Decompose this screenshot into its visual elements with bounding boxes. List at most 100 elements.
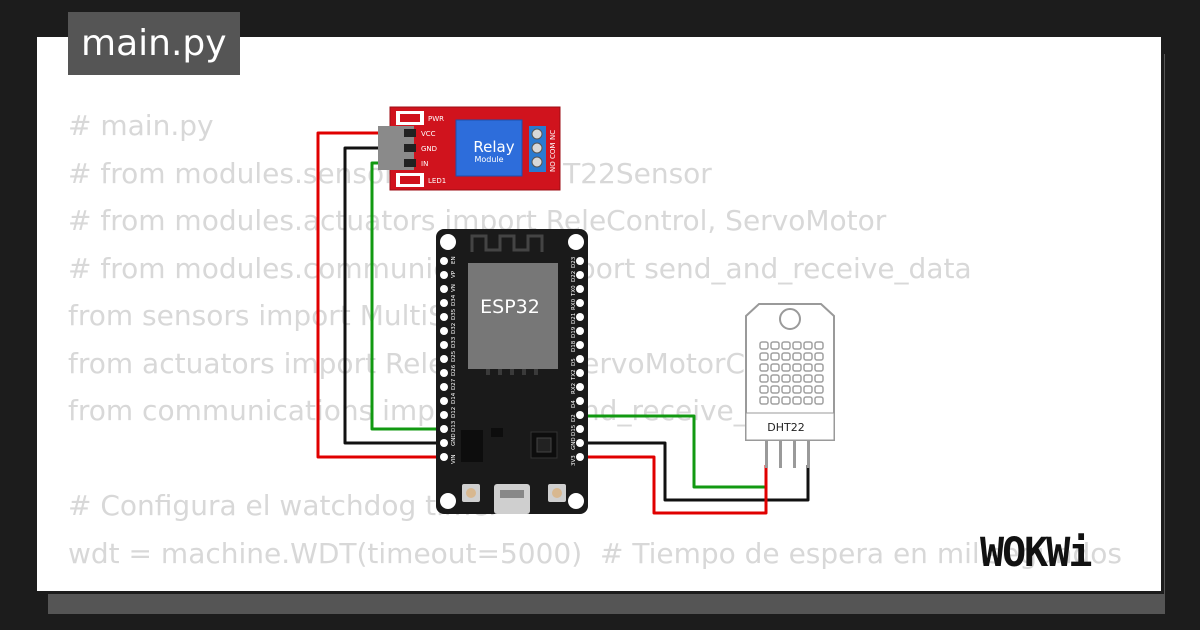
pin-label: D25 (451, 350, 457, 362)
pin-label: D27 (451, 378, 457, 390)
pin-label: RX2 (571, 383, 577, 394)
wire-gnd-black (343, 146, 445, 445)
pin-hole[interactable] (440, 285, 448, 293)
pin-label: D13 (451, 420, 457, 432)
pin-hole[interactable] (576, 439, 584, 447)
file-tab-title: main.py (81, 23, 227, 64)
relay-terminal-no: NO (549, 161, 557, 172)
right-pin-holes (576, 257, 584, 461)
pin-label: RX0 (571, 298, 577, 310)
esp32-chip-pads (486, 369, 538, 375)
pin-hole[interactable] (576, 397, 584, 405)
brand-name: WOKWi (980, 530, 1091, 576)
pin-hole[interactable] (440, 271, 448, 279)
pin-hole[interactable] (576, 355, 584, 363)
pin-hole[interactable] (440, 369, 448, 377)
vent-slot (803, 352, 813, 361)
relay-led1-label: LED1 (428, 177, 446, 185)
relay-subtitle: Module (474, 155, 503, 164)
button-icon[interactable] (462, 484, 480, 502)
pin-label: GND (451, 433, 457, 446)
pin-hole[interactable] (440, 341, 448, 349)
vent-slot (792, 352, 802, 361)
vent-slot (759, 352, 769, 361)
vent-slot (770, 396, 780, 405)
usb-port-icon (494, 484, 530, 514)
pin-hole[interactable] (440, 411, 448, 419)
dht22-vents (759, 341, 824, 405)
wokwi-logo[interactable]: WOKWi (980, 528, 1150, 576)
pin-hole[interactable] (440, 383, 448, 391)
pin-hole[interactable] (440, 397, 448, 405)
code-canvas[interactable] (34, 34, 1164, 594)
relay-pin-in: IN (421, 160, 428, 168)
pin-hole[interactable] (440, 327, 448, 335)
vent-slot (759, 385, 769, 394)
pin-label: D26 (451, 364, 457, 376)
file-tab[interactable]: main.py (68, 12, 240, 75)
vent-slot (803, 374, 813, 383)
pin-label: D34 (451, 294, 457, 306)
pin-hole[interactable] (440, 299, 448, 307)
vent-slot (770, 363, 780, 372)
pin-hole[interactable] (576, 453, 584, 461)
vent-slot (803, 396, 813, 405)
pin-hole[interactable] (576, 313, 584, 321)
pin-hole[interactable] (576, 285, 584, 293)
vent-slot (814, 352, 824, 361)
dht22-label: DHT22 (767, 421, 804, 434)
vent-slot (792, 363, 802, 372)
pin-hole[interactable] (576, 341, 584, 349)
pin-label: VP (451, 270, 457, 278)
pin-hole[interactable] (576, 369, 584, 377)
pin-hole[interactable] (576, 411, 584, 419)
vent-slot (781, 341, 791, 350)
button-icon[interactable] (548, 484, 566, 502)
pin-label: VIN (451, 455, 457, 465)
relay-terminal-nc: NC (549, 130, 557, 140)
wire-vcc-red (316, 131, 445, 459)
relay-title: Relay (473, 138, 514, 156)
pin-hole[interactable] (576, 271, 584, 279)
relay-module[interactable]: PWR LED1 VCC GND IN Relay Module NO COM … (378, 106, 561, 191)
vent-slot (814, 385, 824, 394)
pin-label: D23 (571, 256, 577, 268)
pin-label: D12 (451, 407, 457, 418)
vent-slot (759, 341, 769, 350)
pin-hole[interactable] (440, 425, 448, 433)
vent-slot (759, 363, 769, 372)
vent-slot (803, 363, 813, 372)
antenna-icon (470, 234, 544, 252)
pin-hole[interactable] (576, 425, 584, 433)
pin-hole[interactable] (440, 355, 448, 363)
dht22-sensor[interactable]: DHT22 (745, 303, 835, 468)
pin-hole[interactable] (440, 453, 448, 461)
pin-hole[interactable] (576, 299, 584, 307)
pin-label: D18 (571, 340, 577, 352)
pin-hole[interactable] (576, 257, 584, 265)
pin-hole[interactable] (440, 257, 448, 265)
pin-hole[interactable] (440, 439, 448, 447)
esp32-board[interactable]: ESP32 EN VP VN D34 D35 D32 D33 (436, 229, 588, 514)
pin-label: D32 (451, 323, 457, 334)
vent-slot (792, 385, 802, 394)
pin-label: EN (451, 256, 457, 264)
wire-in-green (370, 161, 445, 431)
esp32-label: ESP32 (480, 296, 540, 318)
wire-3v3-red (580, 455, 768, 515)
pin-label: D35 (451, 308, 457, 320)
code-listing: # main.py# from modules.sensors import D… (68, 102, 1122, 577)
pin-hole[interactable] (576, 383, 584, 391)
vent-slot (770, 352, 780, 361)
wire-d15-green (580, 414, 768, 489)
vent-slot (781, 374, 791, 383)
pin-hole[interactable] (576, 327, 584, 335)
vent-slot (814, 363, 824, 372)
pin-hole[interactable] (440, 313, 448, 321)
relay-pin-gnd: GND (421, 145, 437, 153)
pin-label: D14 (451, 392, 457, 404)
vent-slot (803, 341, 813, 350)
pin-label: TX0 (571, 285, 577, 297)
code-line: # main.py (68, 109, 214, 142)
